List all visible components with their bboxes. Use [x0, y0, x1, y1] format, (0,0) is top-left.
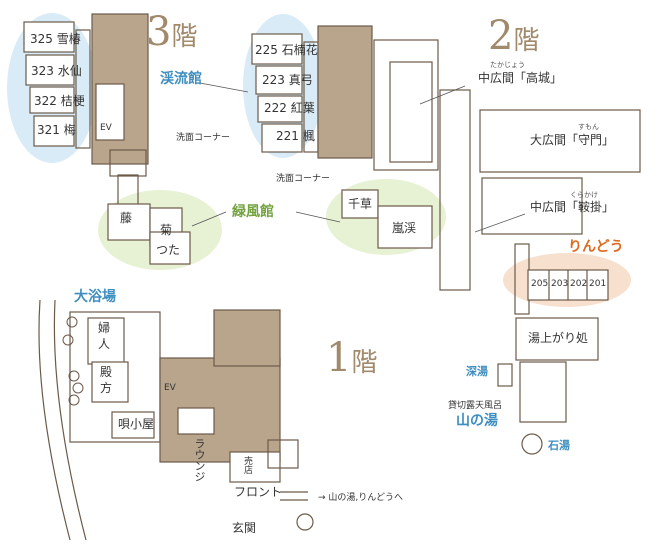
room-321[interactable]: 321 梅: [37, 123, 76, 137]
lounge[interactable]: ラウンジ: [193, 438, 206, 482]
yuagari[interactable]: 湯上がり処: [528, 331, 589, 345]
floor-2-title: 2階: [488, 16, 539, 56]
front[interactable]: フロント: [234, 485, 283, 499]
room-203[interactable]: 203: [551, 279, 569, 289]
men-1[interactable]: 殿: [100, 365, 113, 379]
ev-3f: EV: [100, 123, 112, 133]
hall-shumon[interactable]: 大広間「守門」: [530, 133, 615, 147]
to-yama-arrow: → 山の湯,りんどうへ: [318, 493, 403, 503]
floor-1-kanji: 階: [351, 348, 378, 378]
room-322[interactable]: 322 桔梗: [34, 94, 85, 108]
ev-1f: EV: [164, 383, 176, 393]
hall-takashiro-ruby: たかじょう: [490, 61, 525, 69]
floor-3-number: 3: [146, 9, 172, 55]
room-323[interactable]: 323 水仙: [31, 64, 82, 78]
room-chigusa[interactable]: 千草: [348, 197, 373, 211]
room-kiku[interactable]: 菊: [160, 223, 173, 237]
room-rankei[interactable]: 嵐渓: [392, 221, 417, 235]
women-1[interactable]: 婦: [98, 321, 111, 335]
washroom-2f: 洗面コーナー: [276, 174, 331, 184]
room-fuji[interactable]: 藤: [120, 211, 133, 225]
room-tsuta[interactable]: つた: [156, 243, 181, 257]
floor-1-number: 1: [326, 335, 352, 381]
kashikiri: 貸切露天風呂: [448, 401, 503, 411]
entrance: 玄関: [232, 521, 257, 535]
floor-3-kanji: 階: [171, 22, 198, 52]
room-223[interactable]: 223 真弓: [262, 73, 313, 87]
wing-rindou-label: りんどう: [568, 239, 624, 255]
room-202[interactable]: 202: [570, 279, 588, 289]
men-2[interactable]: 方: [100, 381, 113, 395]
hall-shumon-ruby: すもん: [578, 123, 599, 131]
room-205[interactable]: 205: [531, 279, 549, 289]
utagoya[interactable]: 唄小屋: [118, 417, 155, 431]
bath-big-label: 大浴場: [74, 289, 116, 305]
shinyu: 深湯: [466, 365, 488, 378]
floor-2-kanji: 階: [513, 26, 540, 56]
hall-takashiro[interactable]: 中広間「高城」: [478, 71, 563, 85]
washroom-3f: 洗面コーナー: [176, 133, 231, 143]
ishiyu: 石湯: [548, 439, 570, 452]
floor-1-title: 1階: [326, 338, 377, 378]
floor-3-title: 3階: [146, 12, 197, 52]
room-325[interactable]: 325 雪椿: [30, 32, 81, 46]
hall-kurakake-ruby: くらかけ: [570, 191, 598, 199]
floor-2-number: 2: [488, 13, 514, 59]
hall-kurakake[interactable]: 中広間「鞍掛」: [530, 200, 615, 214]
shop[interactable]: 売店: [242, 456, 252, 474]
room-225[interactable]: 225 石楠花: [255, 43, 318, 57]
room-221[interactable]: 221 楓: [276, 129, 315, 143]
women-2[interactable]: 人: [98, 337, 111, 351]
yamanoyu-label: 山の湯: [456, 413, 498, 429]
wing-keiryu-label: 渓流館: [160, 71, 202, 87]
wing-ryokufu-label: 緑風館: [232, 204, 274, 220]
room-201[interactable]: 201: [589, 279, 607, 289]
room-222[interactable]: 222 紅葉: [264, 101, 315, 115]
